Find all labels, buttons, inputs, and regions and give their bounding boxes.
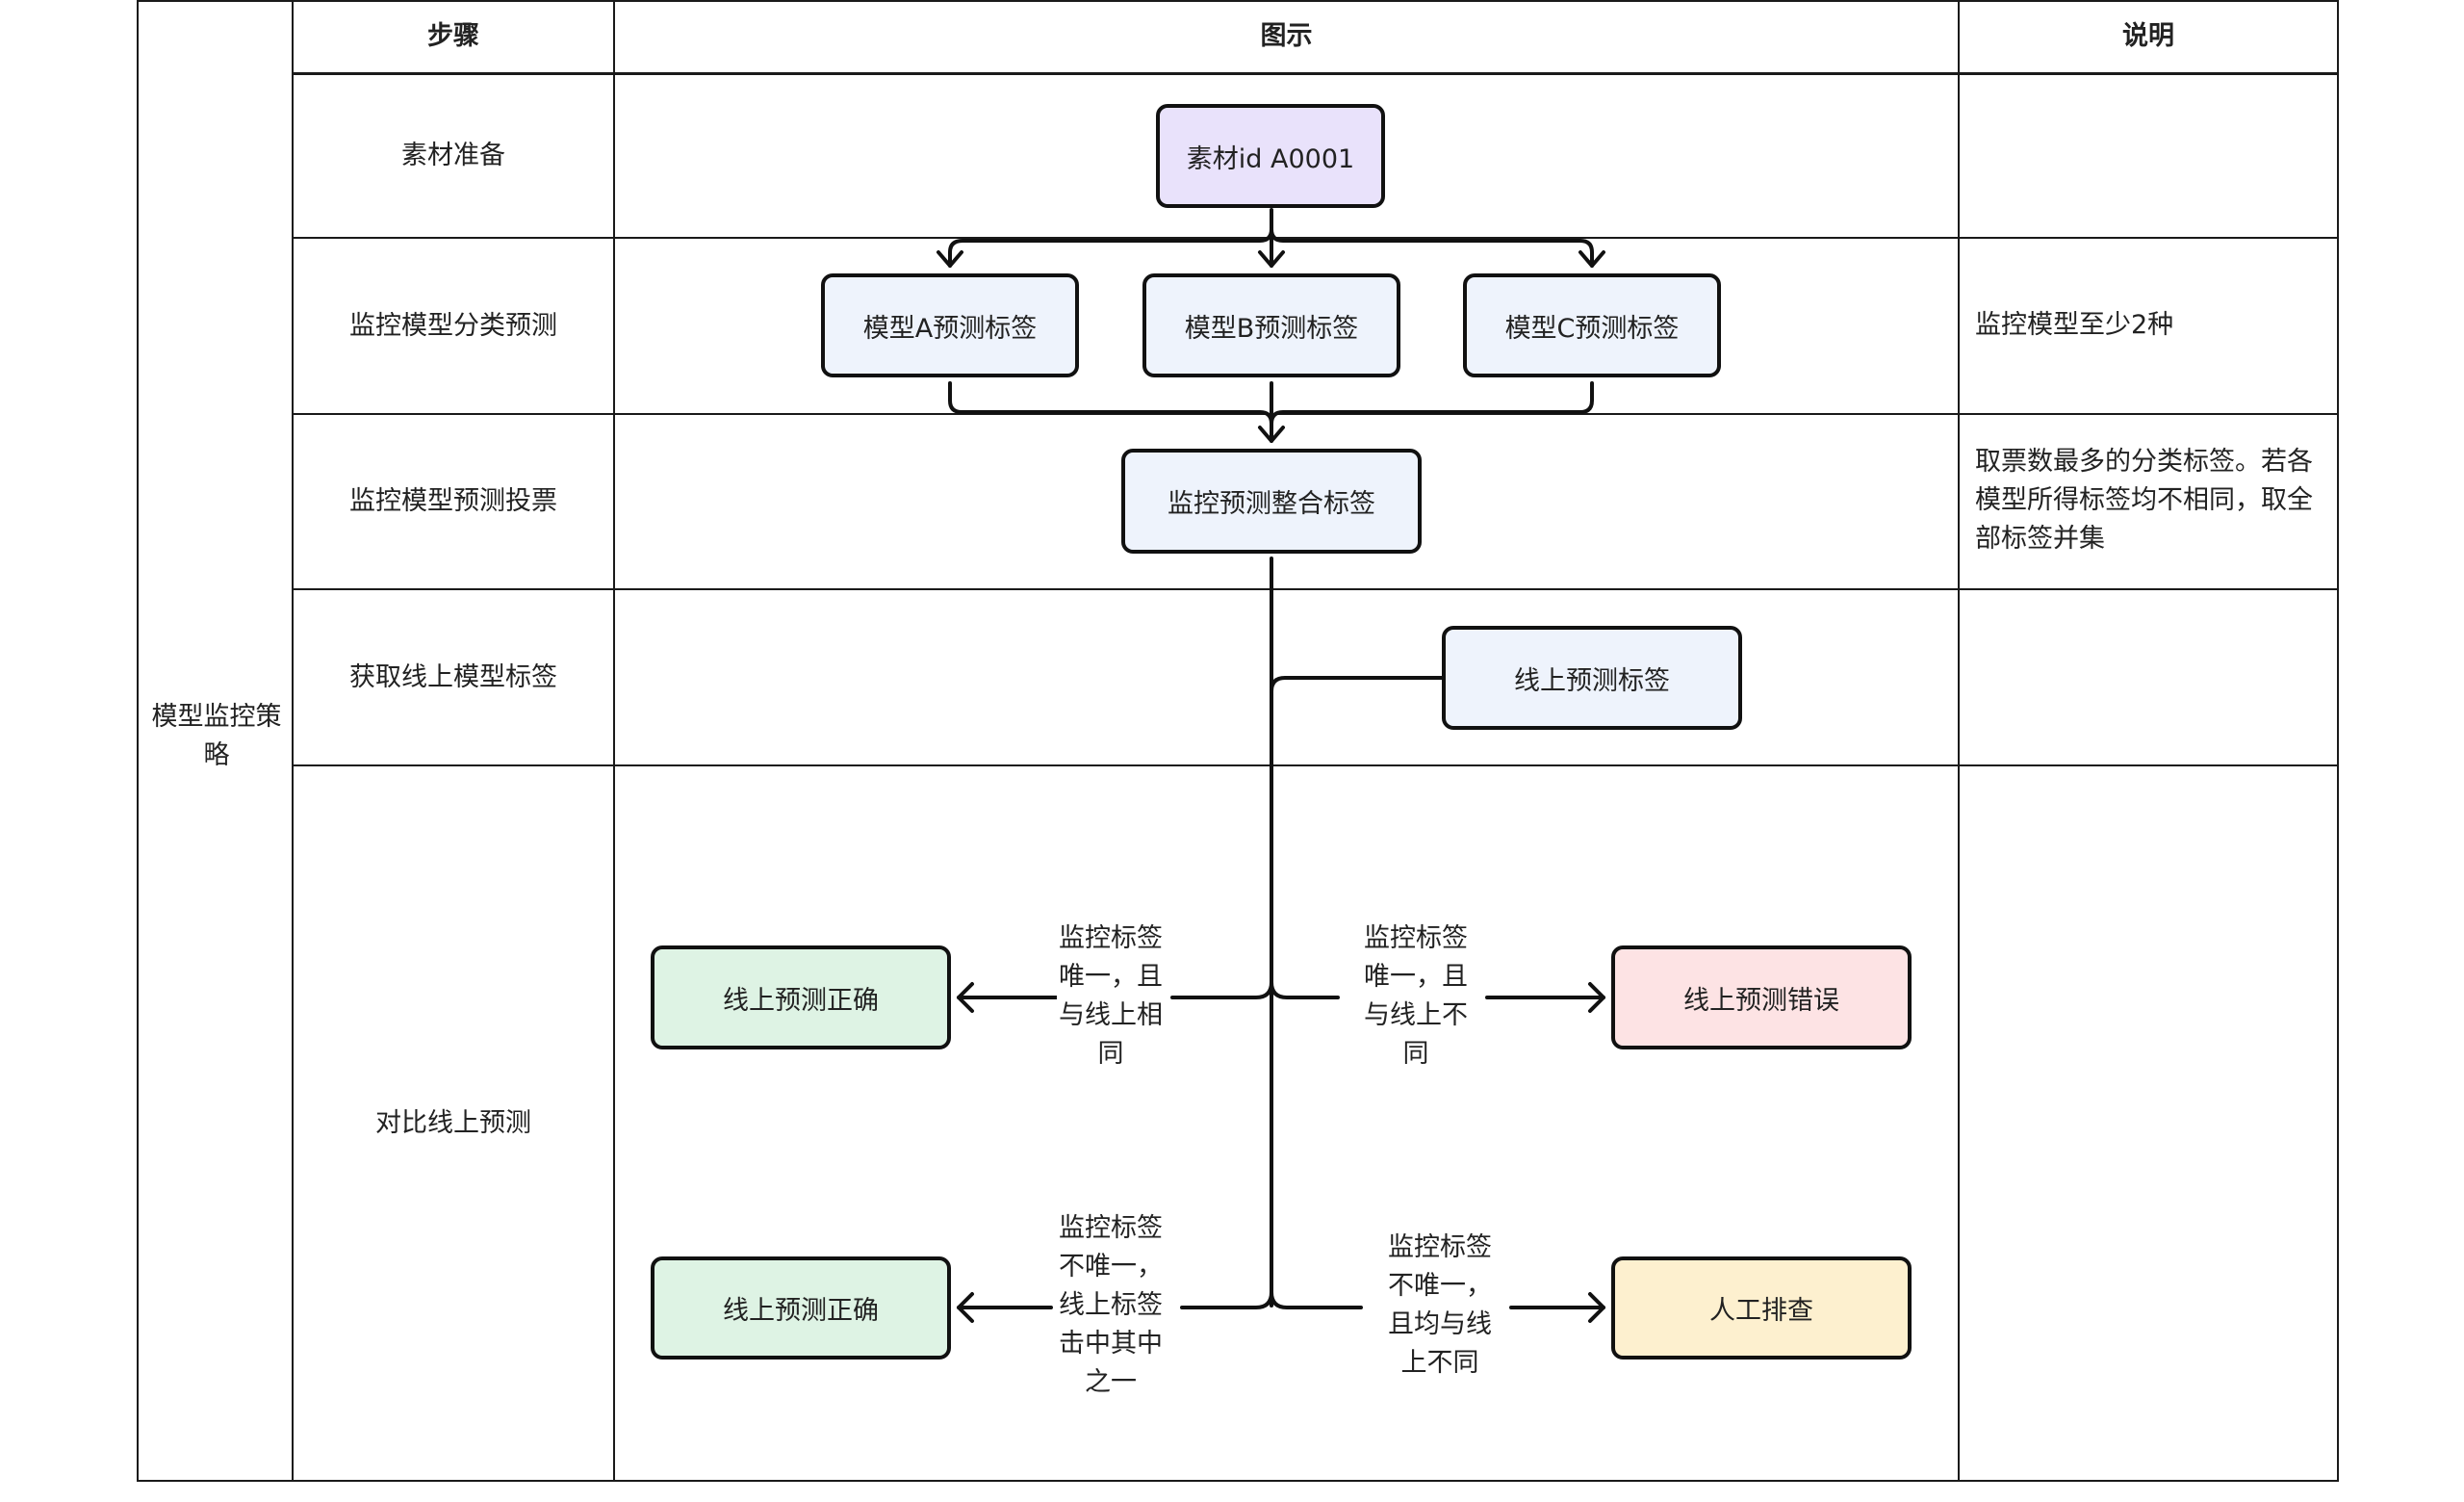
border-right [2337, 0, 2339, 1481]
edge-to-error [1270, 980, 1605, 999]
border-header [292, 72, 2339, 75]
edge-to-manual [1270, 1290, 1605, 1309]
step-cell: 素材准备 [401, 141, 505, 170]
arrowhead-integrated [1258, 426, 1285, 443]
border-top [137, 0, 2339, 2]
border-bottom [137, 1480, 2339, 1482]
edge-split-bar [948, 227, 1594, 268]
node-correct-2[interactable]: 线上预测正确 [651, 1256, 951, 1360]
arrowhead-error [1588, 982, 1605, 1013]
node-material[interactable]: 素材id A0001 [1156, 104, 1385, 208]
border-step-col [292, 0, 294, 1481]
node-manual[interactable]: 人工排查 [1611, 1256, 1912, 1360]
description-cell: 监控模型至少2种 [1975, 310, 2174, 340]
border-diagram-col [613, 0, 615, 1481]
edge-label-unique-diff: 监控标签唯一，且与线上不同 [1362, 919, 1470, 1074]
header-step: 步骤 [427, 20, 479, 51]
arrowhead-c [1578, 250, 1605, 268]
border-row4 [292, 764, 2339, 766]
edge-label-unique-same: 监控标签唯一，且与线上相同 [1057, 919, 1165, 1074]
node-model-b[interactable]: 模型B预测标签 [1142, 273, 1400, 377]
node-model-c[interactable]: 模型C预测标签 [1463, 273, 1721, 377]
arrowhead-a [937, 250, 963, 268]
step-cell: 监控模型预测投票 [349, 486, 557, 516]
node-model-a[interactable]: 模型A预测标签 [821, 273, 1079, 377]
node-online[interactable]: 线上预测标签 [1442, 626, 1742, 730]
step-cell: 对比线上预测 [375, 1107, 531, 1138]
arrowhead-correct-1 [957, 982, 974, 1013]
border-row3 [292, 588, 2339, 590]
group-label: 模型监控策略 [151, 702, 282, 770]
node-error[interactable]: 线上预测错误 [1611, 945, 1912, 1049]
border-row1 [292, 237, 2339, 239]
step-cell: 获取线上模型标签 [349, 661, 557, 692]
border-left [137, 0, 139, 1481]
edge-label-multi-hit: 监控标签不唯一，线上标签击中其中之一 [1057, 1209, 1165, 1402]
node-correct-1[interactable]: 线上预测正确 [651, 945, 951, 1049]
header-diagram: 图示 [1260, 20, 1313, 51]
edge-label-multi-miss: 监控标签不唯一，且均与线上不同 [1386, 1229, 1494, 1383]
step-cell: 监控模型分类预测 [349, 310, 557, 341]
description-cell: 取票数最多的分类标签。若各模型所得标签均不相同，取全部标签并集 [1975, 447, 2313, 554]
arrowhead-b [1258, 250, 1285, 268]
node-integrated[interactable]: 监控预测整合标签 [1121, 449, 1422, 554]
border-desc-col [1958, 0, 1960, 1481]
edge-online [1270, 676, 1444, 693]
arrowhead-manual [1588, 1292, 1605, 1323]
arrowhead-correct-2 [957, 1292, 974, 1323]
header-description: 说明 [2122, 20, 2174, 51]
